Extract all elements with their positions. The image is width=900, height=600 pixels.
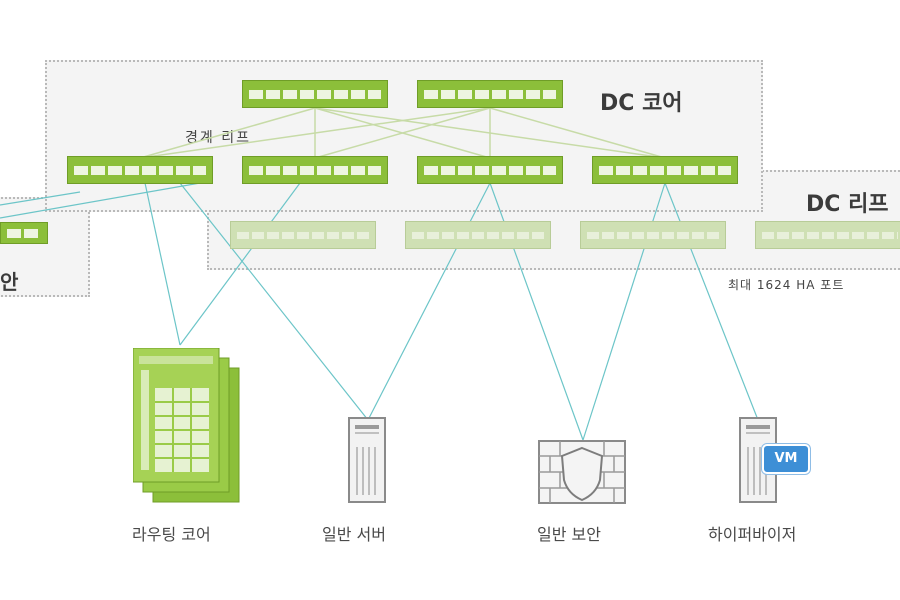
vm-badge-label: VM <box>774 451 798 466</box>
dc-leaf-switch-3 <box>580 221 726 249</box>
border-leaf-label: 경계 리프 <box>185 130 251 146</box>
left-group-label: 안 <box>0 270 19 294</box>
hypervisor-caption: 하이퍼바이저 <box>708 525 797 544</box>
firewall-shield-icon <box>538 440 626 504</box>
border-leaf-switch-2 <box>242 156 388 184</box>
border-leaf-switch-1 <box>67 156 213 184</box>
routing-core-caption: 라우팅 코어 <box>132 525 211 544</box>
general-security-caption: 일반 보안 <box>537 525 601 544</box>
server-icon <box>348 417 386 503</box>
vm-badge: VM <box>762 444 810 474</box>
dc-leaf-switch-4 <box>755 221 900 249</box>
routing-core-icon <box>133 348 240 503</box>
left-group-switch <box>0 222 48 244</box>
leaf-switch-3 <box>417 156 563 184</box>
spine-switch-2 <box>417 80 563 108</box>
dc-leaf-switch-2 <box>405 221 551 249</box>
dc-core-box <box>45 60 763 212</box>
max-ports-note: 최대 1624 HA 포트 <box>728 278 845 292</box>
dc-leaf-label: DC 리프 <box>806 192 889 217</box>
leaf-switch-4 <box>592 156 738 184</box>
dc-core-label: DC 코어 <box>600 91 683 116</box>
dc-leaf-switch-1 <box>230 221 376 249</box>
general-server-caption: 일반 서버 <box>322 525 386 544</box>
spine-switch-1 <box>242 80 388 108</box>
